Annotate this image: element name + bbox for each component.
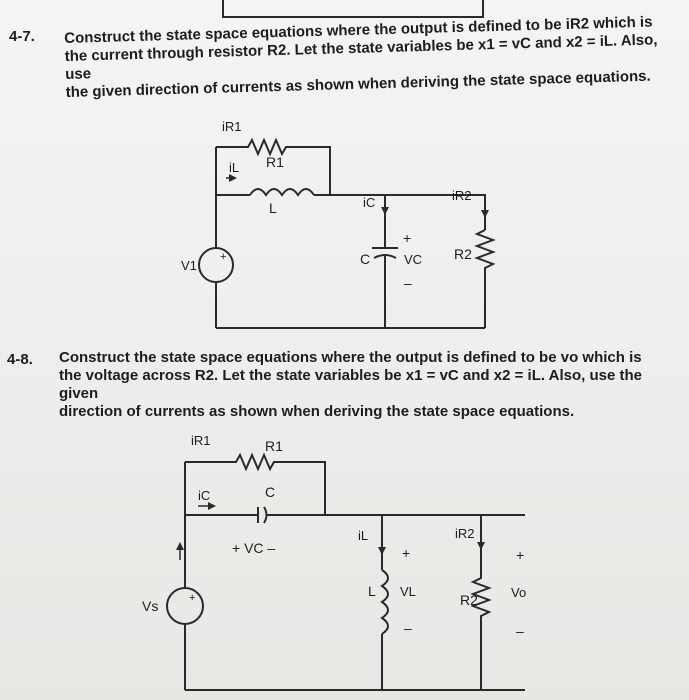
label-V1: V1: [181, 258, 197, 273]
label-iC: iC: [363, 195, 375, 210]
label-R2: R2: [460, 592, 478, 608]
label-R1: R1: [265, 438, 283, 454]
label-VL: VL: [400, 584, 416, 599]
problem-4-7-number: 4-7.: [9, 28, 35, 45]
label-vc-minus: –: [404, 275, 412, 291]
source-plus: +: [189, 592, 195, 604]
label-L: L: [368, 583, 376, 599]
label-vl-plus: +: [402, 545, 410, 561]
problem-4-8-text: Construct the state space equations wher…: [59, 349, 643, 420]
label-Vs: Vs: [142, 598, 158, 614]
label-C: C: [360, 251, 370, 267]
label-vC: + VC –: [232, 540, 275, 556]
label-iL: iL: [358, 528, 368, 543]
label-iR1: iR1: [222, 119, 242, 134]
label-R1: R1: [266, 154, 284, 170]
label-Vo: Vo: [511, 585, 526, 600]
label-iR2: iR2: [452, 188, 472, 203]
label-vo-minus: –: [516, 623, 524, 639]
problem-4-8-number: 4-8.: [7, 351, 33, 368]
label-vo-plus: +: [516, 547, 524, 563]
label-vC: VC: [404, 252, 422, 267]
source-plus: +: [220, 251, 226, 263]
label-iC: iC: [198, 488, 210, 503]
label-R2: R2: [454, 246, 472, 262]
label-L: L: [269, 200, 277, 216]
label-vl-minus: –: [404, 620, 412, 636]
label-vc-plus: +: [403, 230, 411, 246]
label-iR2: iR2: [455, 526, 475, 541]
previous-figure-edge: [222, 0, 484, 18]
label-iL: iL: [229, 160, 239, 175]
label-C: C: [265, 484, 275, 500]
label-iR1: iR1: [191, 433, 211, 448]
